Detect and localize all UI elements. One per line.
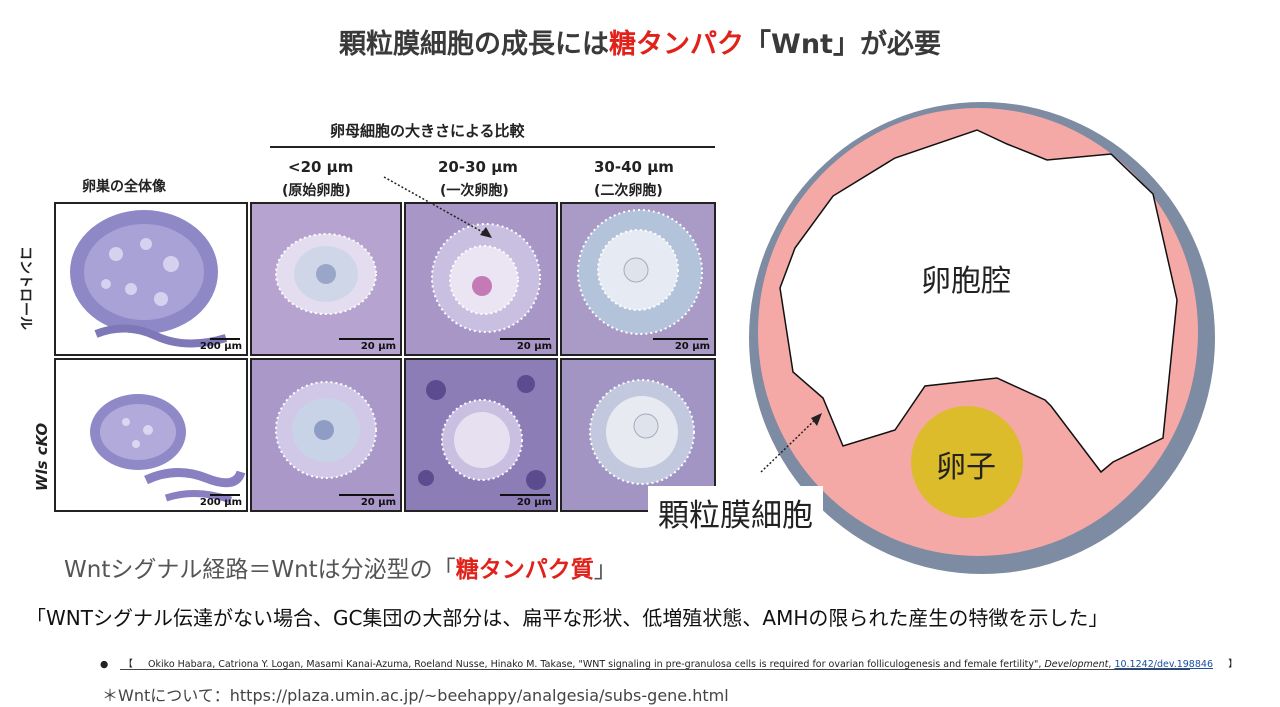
subtitle-highlight: 糖タンパク質 — [455, 557, 594, 583]
follicle-diagram-svg — [749, 102, 1215, 574]
col2-type: (一次卵胞) — [440, 183, 509, 199]
granulosa-label: 顆粒膜細胞 — [648, 486, 823, 539]
antrum-label: 卵胞腔 — [921, 264, 1011, 299]
col1-type: (原始卵胞) — [282, 183, 351, 199]
doi-link[interactable]: 10.1242/dev.198846 — [1114, 659, 1213, 670]
follicle-diagram: 卵胞腔 卵子 — [745, 100, 1235, 580]
follicle-image — [252, 360, 400, 510]
row-control-label: コントロール — [17, 246, 33, 330]
title-highlight: 糖タンパク — [609, 29, 745, 60]
follicle-image — [406, 360, 556, 510]
tile-control-primordial: 20 μm — [250, 202, 402, 356]
follicle-image — [562, 360, 714, 510]
footnote-link[interactable]: ＊Wntについて：https://plaza.umin.ac.jp/~beeha… — [102, 686, 729, 705]
tile-cko-primary: 20 μm — [404, 358, 558, 512]
tile-control-whole: 200 μm — [54, 202, 248, 356]
subtitle: Wntシグナル経路＝Wntは分泌型の「糖タンパク質」 — [64, 557, 617, 583]
follicle-image — [562, 204, 714, 354]
oocyte-label: 卵子 — [936, 450, 996, 485]
ovary-cko-image — [90, 394, 246, 504]
pointer-arrow — [383, 176, 492, 238]
reference: ● 【 Okiko Habara, Catriona Y. Logan, Mas… — [100, 659, 1238, 670]
follicle-image — [252, 204, 400, 354]
quote-text: 「WNTシグナル伝達がない場合、GC集団の大部分は、扁平な形状、低増殖状態、AM… — [26, 606, 1109, 630]
histology-figure: 卵母細胞の大きさによる比較 卵巣の全体像 <20 μm (原始卵胞) 20-30… — [17, 118, 725, 518]
col3-size: 30-40 μm — [594, 158, 674, 176]
header-rule — [270, 146, 715, 148]
tile-control-primary: 20 μm — [404, 202, 558, 356]
col2-size: 20-30 μm — [438, 158, 518, 176]
col-whole-ovary: 卵巣の全体像 — [82, 179, 166, 195]
ovary-control-image — [70, 210, 228, 348]
oocyte — [911, 406, 1023, 518]
page-title: 顆粒膜細胞の成長には糖タンパク「Wnt」が必要 — [339, 29, 941, 60]
scale-label: 200 μm — [199, 341, 242, 352]
col3-type: (二次卵胞) — [594, 183, 663, 199]
tile-cko-primordial: 20 μm — [250, 358, 402, 512]
follicle-image — [406, 204, 556, 354]
row-cko-label: Wls cKO — [33, 422, 52, 492]
reference-underline — [120, 669, 1190, 670]
tile-cko-whole: 200 μm — [54, 358, 248, 512]
antrum-cavity — [779, 129, 1178, 474]
pointer-arrow — [811, 413, 822, 426]
figure-header: 卵母細胞の大きさによる比較 — [330, 122, 525, 140]
tile-control-secondary: 20 μm — [560, 202, 716, 356]
col1-size: <20 μm — [288, 158, 354, 176]
